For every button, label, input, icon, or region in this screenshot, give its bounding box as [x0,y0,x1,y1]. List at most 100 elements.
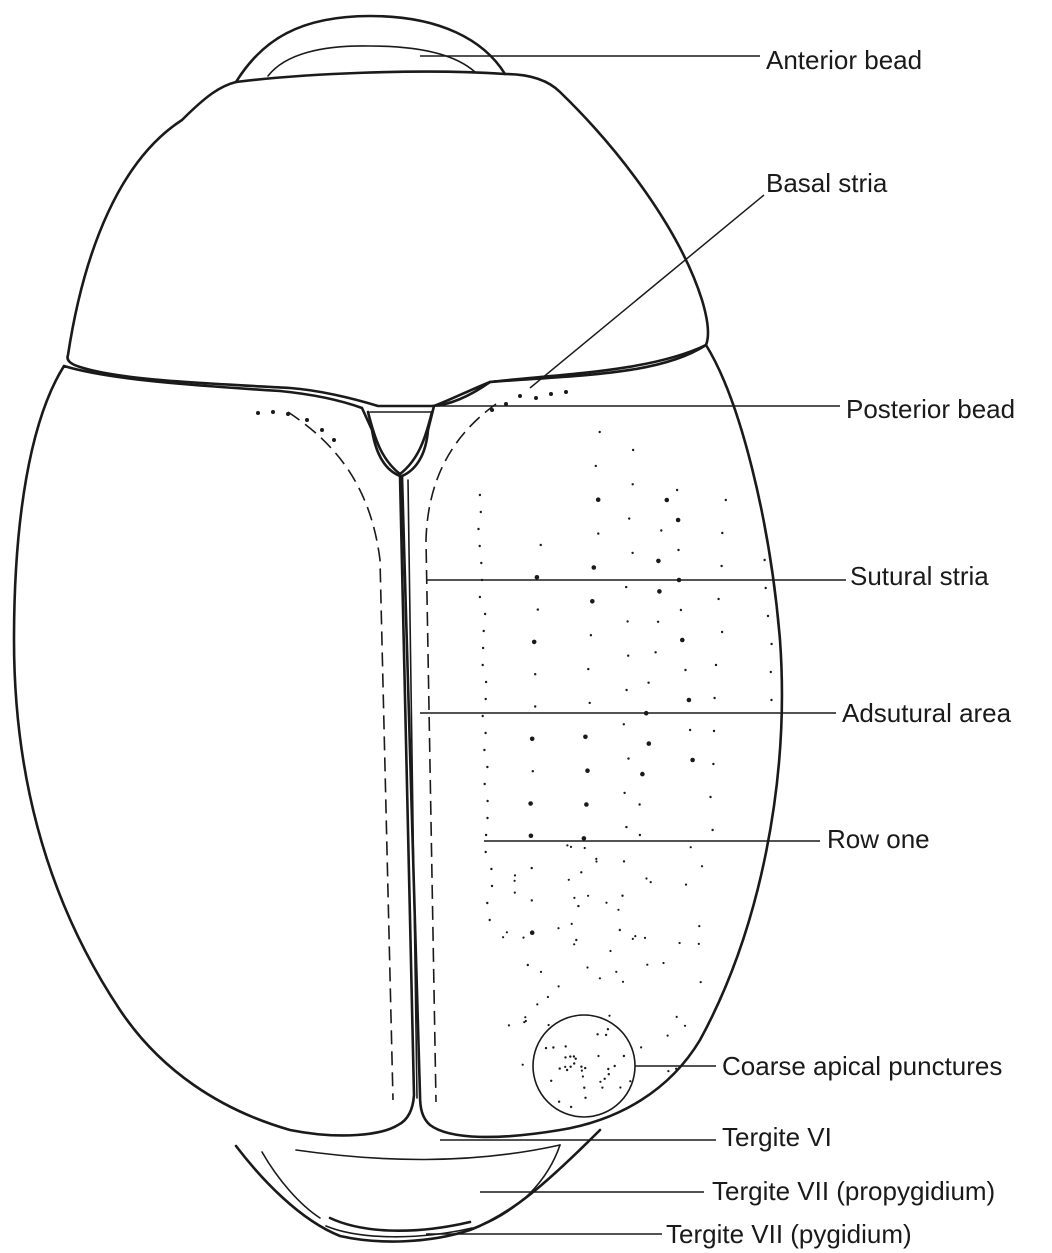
puncture-dot [615,971,617,973]
puncture-dot [547,996,549,998]
apical-puncture-dot [604,1078,606,1080]
tergites [236,1130,600,1242]
puncture-dot [486,766,488,768]
puncture-dot [665,498,670,503]
puncture-dot [608,1015,610,1017]
puncture-dot [625,826,627,828]
puncture-dot [485,698,487,700]
label-sutural-stria: Sutural stria [850,561,989,591]
tergite-vi-band [296,1145,560,1160]
puncture-dot [654,651,656,653]
puncture-dot [770,671,772,673]
puncture-dot [680,638,685,643]
puncture-dot [535,575,540,580]
puncture-dot [684,1025,686,1027]
puncture-dot [528,801,533,806]
puncture-dot [595,465,597,467]
puncture-dot [638,803,640,805]
puncture-dot [582,1075,584,1077]
apical-puncture-dot [569,1055,571,1057]
puncture-dot [609,950,611,952]
puncture-dot [486,817,488,819]
puncture-dot [584,847,586,849]
puncture-dot [524,1016,526,1018]
puncture-dot [623,723,625,725]
puncture-dot [623,792,625,794]
puncture-dot [568,879,570,881]
puncture-dot [485,851,487,853]
puncture-dot [586,966,588,968]
puncture-dot [587,668,589,670]
pronotum [68,72,709,406]
pygidium-shape [330,1218,470,1231]
puncture-dot [713,697,715,699]
apical-puncture-dot [565,1045,567,1047]
puncture-dot [625,586,627,588]
puncture-dot [619,929,621,931]
puncture-dot [763,559,765,561]
label-row-one: Row one [827,824,930,854]
puncture-dot [690,846,692,848]
apical-puncture-dot [583,1087,585,1089]
puncture-dot [713,730,715,732]
puncture-dot [684,669,686,671]
puncture-dot [573,897,575,899]
puncture-dot [531,867,533,869]
puncture-dot [690,758,695,763]
puncture-dot [632,483,634,485]
puncture-dot [622,981,624,983]
puncture-dot [599,431,601,433]
puncture-dot [634,935,636,937]
puncture-dot [532,770,534,772]
puncture-dot [632,938,634,940]
label-adsutural-area: Adsutural area [842,698,1012,728]
puncture-dot [687,698,692,703]
puncture-dot [675,1068,677,1070]
puncture-dot [660,529,662,531]
puncture-dot [564,1066,566,1068]
puncture-dot [522,1064,524,1066]
puncture-dot [628,517,630,519]
apical-puncture-dot [584,1067,586,1069]
puncture-dot [534,705,536,707]
tergite-vi-shape [236,1130,600,1242]
puncture-dot [479,596,481,598]
puncture-dot [662,962,664,964]
label-tergite-vi: Tergite VI [722,1122,832,1152]
puncture-dot [617,909,619,911]
right-elytron [402,345,782,1137]
puncture-dot [685,884,687,886]
puncture-dot [619,1086,621,1088]
puncture-dot [623,860,625,862]
apical-puncture-dot [564,1056,566,1058]
label-anterior-bead: Anterior bead [766,45,922,75]
puncture-dot [585,768,590,773]
apical-puncture-circle [533,1015,635,1117]
puncture-dot [765,587,767,589]
label-tergite-vii-propygidium: Tergite VII (propygidium) [712,1176,995,1206]
scutellum [368,412,432,474]
puncture-dot [589,702,591,704]
puncture-dot [599,1081,601,1083]
puncture-dot [677,549,679,551]
puncture-dot [647,682,649,684]
puncture-dot [480,511,482,513]
puncture-dot [596,497,601,502]
puncture-dot [540,971,542,973]
puncture-dot [490,868,492,870]
puncture-dot [566,844,568,846]
apical-puncture-dot [623,1055,625,1057]
puncture-dot [479,545,481,547]
puncture-dot [709,796,711,798]
puncture-dot [595,858,597,860]
puncture-dot [698,925,700,927]
puncture-dot [721,631,723,633]
puncture-dot [715,664,717,666]
puncture-dot [587,895,589,897]
apical-puncture-dot [566,1069,568,1071]
puncture-dot [514,880,516,882]
puncture-dot [667,1070,669,1072]
puncture-dot [676,1016,678,1018]
puncture-dot [599,977,601,979]
